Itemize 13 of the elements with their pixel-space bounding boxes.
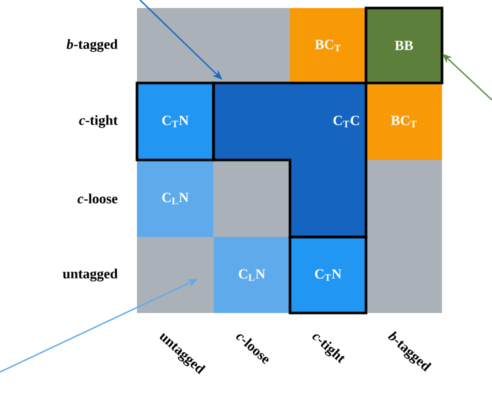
matrix-cell: BC$_{T}$	[290, 8, 366, 83]
row-label: b-tagged	[66, 39, 118, 52]
matrix-cell: C$_{L}$N	[214, 237, 290, 313]
matrix-cell: C$_{T}$C	[214, 83, 366, 237]
matrix-cell: BB	[366, 8, 442, 83]
matrix-cell: BC$_{T}$	[366, 83, 442, 160]
row-label: c-loose	[78, 194, 118, 204]
row-label: untagged	[62, 268, 118, 282]
matrix-cell: C$_{T}$N	[290, 237, 366, 313]
matrix-cell: C$_{T}$N	[136, 83, 214, 160]
row-label: c-tight	[79, 115, 118, 128]
matrix-cell	[136, 237, 214, 313]
matrix-cell: C$_{L}$N	[136, 160, 214, 237]
